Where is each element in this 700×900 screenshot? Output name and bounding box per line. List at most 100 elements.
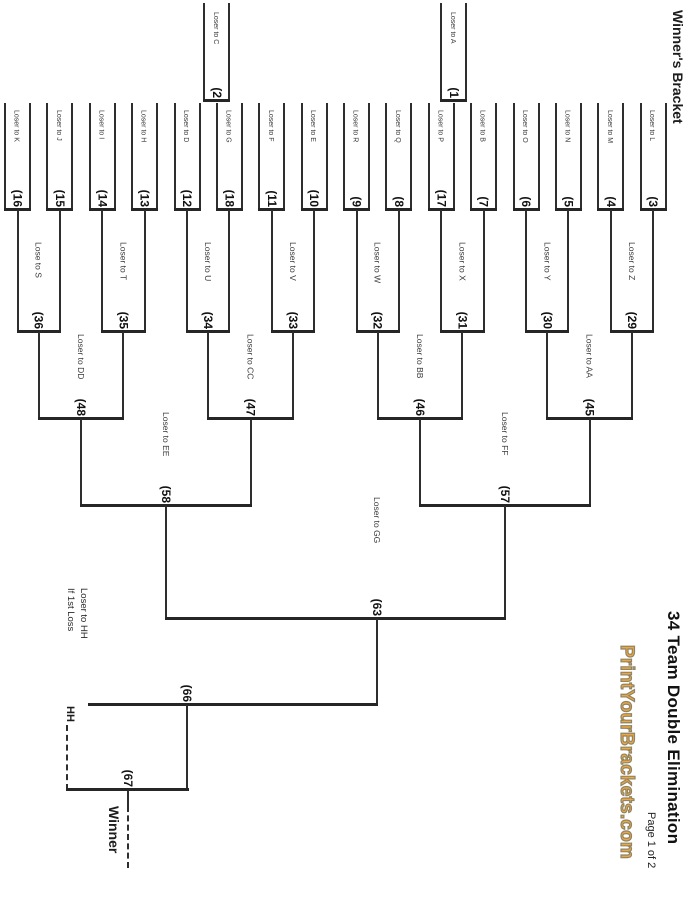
team-slot-line (173, 103, 176, 211)
team-slot-line (579, 103, 582, 211)
team-slot-line (537, 103, 540, 211)
team-slot-line (131, 103, 134, 211)
bracket-line (482, 209, 485, 333)
loser-destination-label: Loser to A (448, 12, 456, 44)
team-slot-line (368, 103, 371, 211)
team-slot-line (343, 103, 346, 211)
bracket-line (652, 209, 655, 333)
team-slot-line (639, 103, 642, 211)
loser-destination-label: Loser to W (372, 242, 383, 284)
bracket-line (376, 331, 379, 420)
team-slot-line (240, 103, 243, 211)
bracket-dashed-line (66, 725, 68, 790)
team-slot-line (215, 103, 218, 211)
loser-destination-label: Loser to U (203, 242, 214, 282)
game-number: (35 (116, 311, 131, 329)
game-number: (11 (264, 190, 279, 207)
loser-destination-label: Loser to I (97, 110, 105, 140)
game-number: (5 (561, 196, 576, 207)
team-slot-line (88, 103, 91, 211)
loser-destination-label: Loser to T (118, 242, 129, 281)
game-number: (66 (180, 684, 194, 702)
loser-destination-label: Loser to B (478, 110, 486, 142)
bracket-line (37, 331, 40, 420)
game-number: (14 (95, 189, 110, 207)
bracket-line (397, 209, 400, 333)
team-slot-line (410, 103, 413, 211)
game-number: (36 (31, 311, 46, 329)
loser-destination-label: Loser to R (351, 110, 359, 143)
bracket-line (16, 209, 19, 333)
game-number: (34 (201, 311, 216, 329)
bracket-line (207, 331, 210, 420)
game-number: (15 (52, 189, 67, 207)
bracket-line (609, 209, 612, 333)
loser-to-hh-note-line2: If 1st Loss (65, 588, 76, 632)
team-slot-line (46, 103, 49, 211)
bracket-line (143, 209, 146, 333)
bracket-line (80, 418, 83, 507)
loser-destination-label: Loser to EE (160, 412, 171, 457)
loser-to-hh-note-line1: Loser to HH (78, 588, 89, 639)
team-slot-line (664, 103, 667, 211)
game-number: (30 (540, 311, 555, 329)
team-slot-line (622, 103, 625, 211)
winners-bracket-heading: Winner's Bracket (670, 10, 686, 124)
game-number: (17 (434, 189, 449, 207)
loser-destination-label: Loser to N (563, 110, 571, 143)
game-number: (13 (137, 189, 152, 207)
game-number: (18 (222, 189, 237, 207)
team-slot-line (440, 3, 443, 101)
bracket-line (164, 505, 167, 620)
loser-destination-label: Loser to H (139, 110, 147, 143)
bracket-line (186, 704, 188, 791)
game-number: (48 (74, 398, 89, 416)
game-number: (47 (243, 398, 258, 416)
game-number: (57 (497, 485, 512, 503)
loser-destination-label: Loser to X (457, 242, 468, 281)
loser-destination-label: Loser to M (605, 110, 613, 144)
loser-destination-label: Loser to CC (245, 334, 256, 380)
bracket-line (291, 331, 294, 420)
hh-entry-label: HH (64, 706, 76, 722)
bracket-dashed-line (127, 806, 129, 868)
team-slot-line (427, 103, 430, 211)
page-number: Page 1 of 2 (645, 812, 657, 869)
game-number: (29 (625, 311, 639, 329)
loser-destination-label: Loser to DD (76, 334, 87, 380)
game-number: (12 (180, 189, 195, 207)
bracket-line (127, 791, 129, 806)
bracket-connector (203, 98, 231, 102)
team-slot-line (495, 103, 498, 211)
winner-label: Winner (106, 806, 122, 854)
team-slot-line (554, 103, 557, 211)
team-slot-line (452, 103, 455, 211)
loser-destination-label: Loser to K (12, 110, 20, 142)
bracket-line (525, 209, 528, 333)
bracket-line (355, 209, 358, 333)
bracket-line (376, 618, 378, 706)
game-number: (33 (285, 311, 300, 329)
bracket-line (58, 209, 61, 333)
game-number: (46 (413, 398, 428, 416)
game-number: (16 (10, 189, 25, 207)
bracket-line (249, 418, 252, 507)
team-slot-line (156, 103, 159, 211)
bracket-line (588, 418, 591, 507)
bracket-line (186, 209, 189, 333)
team-slot-line (512, 103, 515, 211)
bracket-line (631, 331, 633, 420)
team-slot-line (4, 103, 6, 211)
loser-destination-label: Loser to GG (372, 497, 382, 544)
bracket-line (122, 331, 125, 420)
loser-destination-label: Loser to V (287, 242, 298, 281)
team-slot-line (71, 103, 74, 211)
bracket-line (503, 505, 506, 620)
brand-watermark: PrintYourBrackets.com (615, 644, 637, 859)
game-number: (7 (476, 196, 491, 207)
loser-destination-label: Loser to Y (542, 242, 553, 281)
loser-destination-label: Loser to BB (415, 334, 426, 379)
game-number: (9 (349, 196, 364, 207)
bracket-line (461, 331, 464, 420)
